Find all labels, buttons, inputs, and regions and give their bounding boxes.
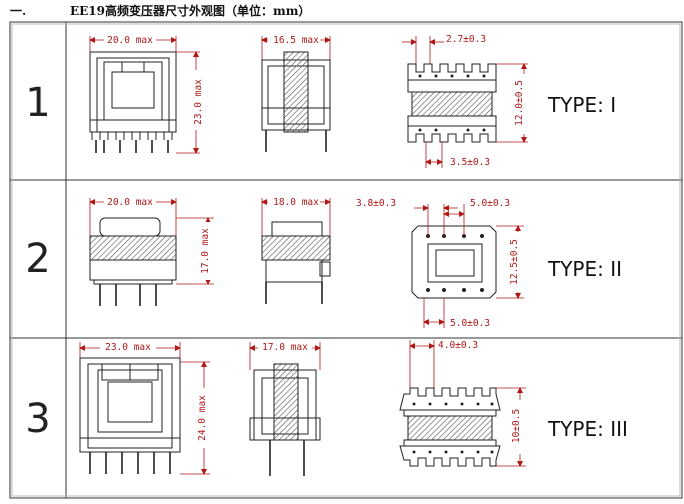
row3-side-width-label: 17.0 max	[262, 342, 308, 353]
row3-front-view	[79, 357, 181, 474]
type-label-3: TYPE: III	[547, 417, 628, 441]
row1-side-view	[261, 51, 331, 152]
row-number-2: 2	[25, 236, 50, 282]
row1-front-width-label: 20.0 max	[107, 35, 153, 46]
row3-pitch-top-label: 4.0±0.3	[438, 340, 478, 351]
row3-bottom-view	[399, 387, 501, 467]
row3-front-height-label: 24.0 max	[197, 395, 208, 441]
row2-side-width-label: 18.0 max	[273, 197, 319, 208]
row2-front-height-label: 17.0 max	[200, 228, 211, 274]
row2-pitch-left-label: 3.8±0.3	[356, 198, 396, 209]
row1-pitch-top-label: 2.7±0.3	[446, 34, 486, 45]
type-label-2: TYPE: II	[547, 257, 622, 281]
page-title: 一. EE19高频变压器尺寸外观图（单位：mm）	[10, 2, 310, 19]
row3-bottom-dims	[409, 340, 526, 467]
row2-bottom-view	[411, 225, 497, 299]
row2-front-width-label: 20.0 max	[107, 197, 153, 208]
section-number: 一.	[10, 4, 27, 18]
row-number-1: 1	[25, 80, 50, 126]
title-text: EE19高频变压器尺寸外观图（单位：mm）	[70, 4, 311, 18]
row2-pitch-right-label: 5.0±0.3	[470, 198, 510, 209]
row3-side-view	[249, 363, 321, 476]
row1-height-label: 12.0±0.5	[514, 80, 525, 126]
row-number-3: 3	[25, 396, 50, 442]
row1-front-height-label: 23.0 max	[193, 79, 204, 125]
row2-front-view	[89, 217, 177, 306]
row2-height-label: 12.5±0.5	[509, 239, 520, 285]
row1-side-width-label: 16.5 max	[273, 35, 319, 46]
row3-front-width-label: 23.0 max	[105, 342, 151, 353]
row3-height-label: 10±0.5	[511, 409, 522, 443]
table-grid	[9, 21, 683, 499]
row3-front-dims	[79, 342, 210, 475]
row2-side-view	[261, 221, 331, 304]
row1-front-view	[89, 51, 177, 153]
row1-pitch-bottom-label: 3.5±0.3	[450, 157, 490, 168]
row2-pitch-bottom-label: 5.0±0.3	[450, 318, 490, 329]
row2-bottom-dims	[414, 204, 524, 328]
type-label-1: TYPE: I	[547, 93, 616, 117]
row1-bottom-view	[407, 63, 497, 143]
row1-front-dims	[89, 36, 200, 154]
